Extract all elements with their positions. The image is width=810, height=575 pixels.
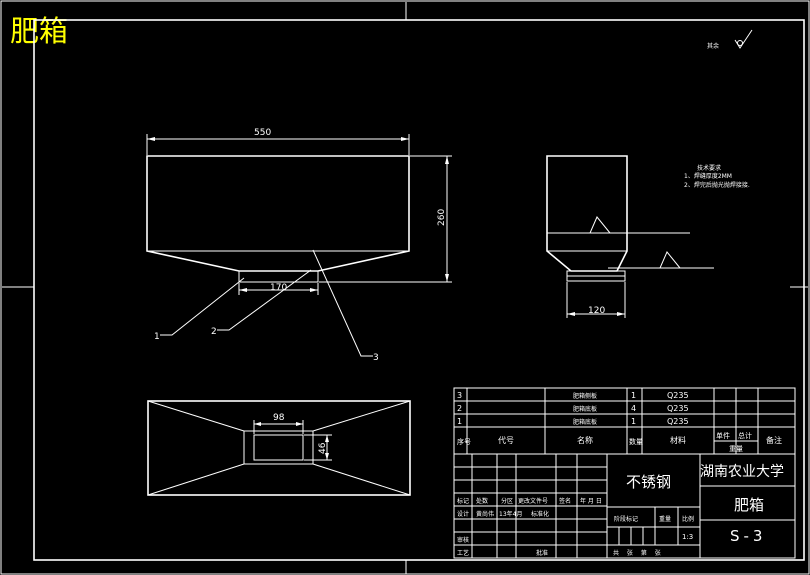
drawing-number: S-3 [730,527,766,545]
dim-170: 170 [270,283,287,293]
inner-frame [33,19,805,561]
front-view: 550 260 170 1 2 3 [146,128,452,363]
material-big: 不锈钢 [626,473,671,491]
header-unit-weight: 单件 [716,431,730,440]
col-label-change-doc: 更改文件号 [518,497,548,505]
header-no: 序号 [457,437,471,446]
weight-label: 重量 [659,515,671,523]
title-block: 不锈钢 湖南农业大学 肥箱 S-3 阶段标记 重量 比例 1:3 共 张 第 张… [453,453,796,559]
header-qty: 数量 [629,437,643,446]
part-row-2-name: 肥箱底板 [573,405,597,413]
part-row-1-name: 肥箱侧板 [573,392,597,400]
header-material: 材料 [670,435,686,445]
dim-260: 260 [437,209,447,226]
col-label-date: 年 月 日 [580,497,602,505]
designer-name: 黄尚伟 [476,510,494,518]
part-name: 肥箱 [734,496,764,514]
part-row-3-name: 肥箱底板 [573,418,597,426]
bottom-view: 98 46 [147,400,411,496]
roughness-note: 其余 [707,42,719,50]
part-row-2-qty: 4 [631,404,636,413]
col-label-zone: 分区 [501,497,513,505]
part-row-1-material: Q235 [667,391,689,400]
scale-value: 1:3 [682,533,693,541]
header-name: 名称 [577,435,593,445]
scale-label: 比例 [682,515,694,523]
tech-req-heading: 技术要求 [697,164,721,172]
stage-mark-label: 阶段标记 [614,515,638,523]
leader-2: 2 [211,327,217,337]
part-row-2-no: 2 [457,404,462,413]
part-row-3-material: Q235 [667,417,689,426]
part-row-1-no: 3 [457,391,462,400]
dim-46: 46 [318,442,328,454]
header-weight: 重量 [729,445,743,453]
approve-label: 批准 [536,549,548,557]
dim-120: 120 [588,306,605,316]
part-row-2-material: Q235 [667,404,689,413]
leader-3: 3 [373,353,379,363]
row-label-design: 设计 [457,510,469,518]
row-label-process: 工艺 [457,549,469,557]
dim-550: 550 [254,128,271,138]
part-row-3-no: 1 [457,417,462,426]
col-label-signature: 签名 [559,497,571,505]
sheets: 共 张 第 张 [613,549,664,557]
roughness-symbol: 其余 [707,29,753,50]
header-total-weight: 总计 [738,431,752,440]
parts-list: 3 肥箱侧板 1 Q235 2 肥箱底板 4 Q235 1 肥箱底板 1 Q23… [453,387,796,455]
side-view: 120 [546,155,714,318]
row-label-review: 审核 [457,536,469,544]
standardize-label: 标准化 [531,510,549,518]
org-name: 湖南农业大学 [700,464,784,480]
tech-requirements: 技术要求 1、焊缝厚度2MM 2、焊完后抛光抛焊接接. [684,164,750,189]
tech-req-item-2: 2、焊完后抛光抛焊接接. [684,181,750,189]
dim-98: 98 [273,413,285,423]
row-label-mark: 标记 [457,497,469,505]
header-code: 代号 [498,435,514,445]
part-row-3-qty: 1 [631,417,636,426]
design-date: 13年4月 [499,510,522,518]
tech-req-item-1: 1、焊缝厚度2MM [684,172,732,180]
header-remark: 备注 [766,435,782,445]
part-row-1-qty: 1 [631,391,636,400]
col-label-count: 处数 [476,497,488,505]
leader-1: 1 [154,332,160,342]
